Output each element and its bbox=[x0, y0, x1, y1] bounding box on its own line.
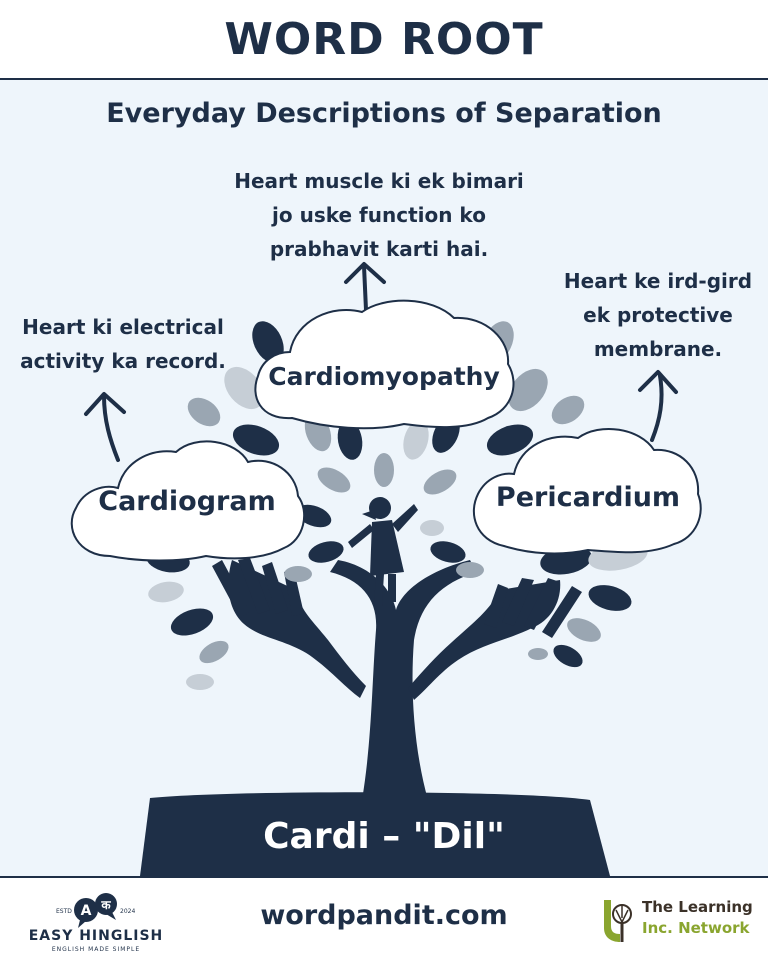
word-cardiogram: Cardiogram bbox=[98, 486, 276, 517]
up-arrow-icon bbox=[344, 262, 386, 312]
leaf-icon bbox=[170, 608, 214, 636]
leaf-icon bbox=[423, 469, 457, 495]
leaf-icon bbox=[252, 321, 284, 363]
logo-name: EASY HINGLISH bbox=[28, 928, 164, 944]
cloud-shape bbox=[473, 427, 702, 555]
website-link[interactable]: wordpandit.com bbox=[260, 900, 508, 931]
header-bar: WORD ROOT bbox=[0, 0, 768, 80]
leaf-icon bbox=[403, 420, 429, 460]
leaf-icon bbox=[308, 541, 344, 563]
leaf-icon bbox=[551, 395, 585, 425]
description-cardiomyopathy: Heart muscle ki ek bimari jo uske functi… bbox=[234, 169, 524, 261]
leaf-icon bbox=[430, 541, 466, 563]
leaf-icon bbox=[420, 520, 444, 536]
leaf-icon bbox=[588, 585, 632, 611]
leaf-icon bbox=[224, 366, 264, 410]
leaf-icon bbox=[199, 640, 229, 664]
word-cardiomyopathy: Cardiomyopathy bbox=[268, 362, 500, 391]
leaf-icon bbox=[374, 453, 394, 487]
speech-bubble-icon: A क bbox=[74, 893, 117, 928]
learning-inc-logo: The Learning Inc. Network bbox=[598, 894, 758, 950]
logo-line-1: The Learning bbox=[642, 898, 753, 916]
logo-year: 2024 bbox=[120, 908, 136, 915]
leaf-icon bbox=[337, 420, 363, 460]
tree-logo-icon bbox=[604, 900, 632, 942]
footer-bar: A क ESTD 2024 EASY HINGLISH ENGLISH MADE… bbox=[0, 876, 768, 962]
leaf-icon bbox=[148, 581, 184, 603]
leaf-icon bbox=[567, 618, 601, 642]
leaf-icon bbox=[456, 562, 484, 578]
badge-letter-k: क bbox=[100, 898, 111, 912]
leaf-icon bbox=[296, 504, 332, 528]
ground-mound bbox=[140, 792, 610, 876]
up-arrow-icon bbox=[638, 370, 678, 442]
child-figure-icon bbox=[348, 497, 418, 606]
page-title: WORD ROOT bbox=[224, 13, 544, 65]
up-arrow-icon bbox=[84, 392, 126, 462]
leaf-icon bbox=[486, 424, 534, 456]
logo-line-2: Inc. Network bbox=[642, 919, 750, 937]
leaf-icon bbox=[187, 397, 221, 427]
logo-tagline: ENGLISH MADE SIMPLE bbox=[51, 946, 141, 953]
logo-estd: ESTD bbox=[56, 908, 72, 915]
tree-trunk bbox=[330, 560, 476, 800]
subtitle: Everyday Descriptions of Separation bbox=[106, 98, 662, 129]
leaf-icon bbox=[284, 566, 312, 582]
right-hand-icon bbox=[408, 578, 582, 700]
description-cardiogram: Heart ki electrical activity ka record. bbox=[20, 315, 226, 373]
leaf-icon bbox=[528, 648, 548, 660]
left-hand-icon bbox=[212, 558, 366, 698]
leaf-icon bbox=[186, 674, 214, 690]
root-word-label: Cardi – "Dil" bbox=[263, 816, 505, 857]
badge-letter-a: A bbox=[81, 903, 92, 919]
word-pericardium: Pericardium bbox=[495, 482, 681, 513]
description-pericardium: Heart ke ird-gird ek protective membrane… bbox=[563, 269, 753, 361]
leaf-icon bbox=[232, 424, 280, 456]
leaf-icon bbox=[553, 644, 583, 668]
leaf-icon bbox=[508, 368, 548, 412]
tree-illustration bbox=[70, 262, 702, 876]
cloud-shape bbox=[70, 440, 306, 562]
easy-hinglish-logo: A क ESTD 2024 EASY HINGLISH ENGLISH MADE… bbox=[26, 890, 166, 954]
leaf-icon bbox=[317, 467, 351, 493]
cloud-shape bbox=[254, 299, 515, 430]
